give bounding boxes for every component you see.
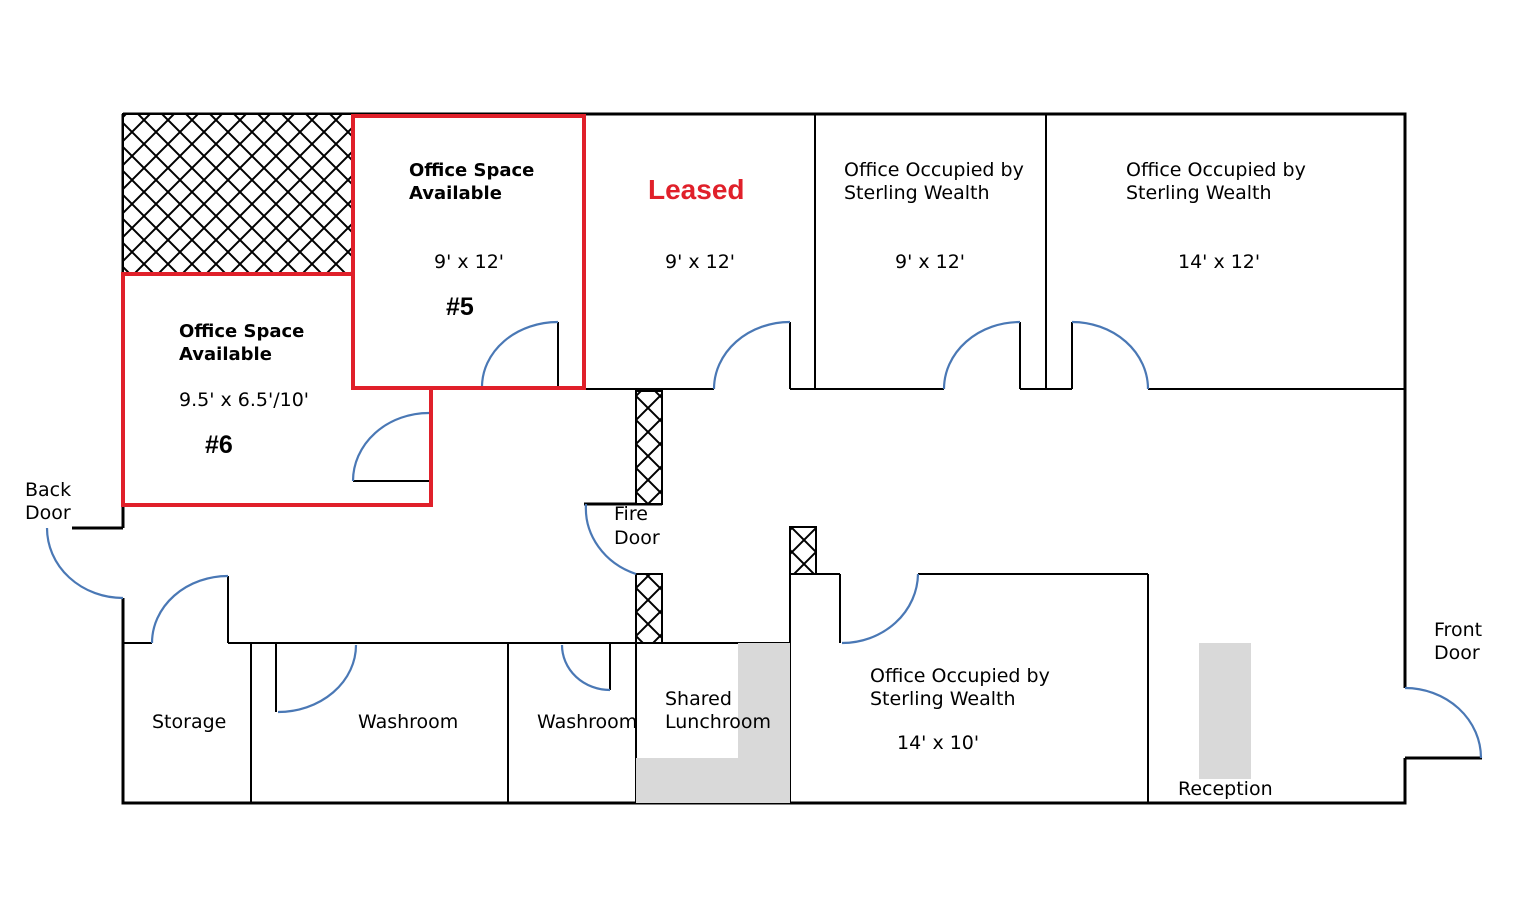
fire-door-label-line2: Door — [614, 527, 660, 549]
counters — [636, 643, 1251, 803]
sterling-c-title-line2: Sterling Wealth — [870, 688, 1016, 710]
sterling-a-title-line2: Sterling Wealth — [844, 182, 990, 204]
leased-room: Leased 9' x 12' — [648, 174, 745, 273]
washroom-1-label: Washroom — [358, 711, 458, 733]
sterling-office-c: Office Occupied by Sterling Wealth 14' x… — [870, 665, 1050, 754]
crosshatch-areas — [122, 113, 817, 644]
unit-5-number: #5 — [446, 293, 474, 321]
front-door-swing-icon — [1404, 686, 1483, 759]
reception-desk — [1199, 643, 1251, 779]
unit-6-title-line1: Office Space — [179, 321, 304, 342]
fire-door-swing-icon — [584, 503, 637, 576]
unit-5-title-line2: Available — [409, 183, 502, 204]
crosshatch-column-small — [789, 526, 817, 575]
unit-6-title-line2: Available — [179, 344, 272, 365]
front-door-label-line2: Door — [1434, 642, 1480, 664]
lunchroom-label-line2: Lunchroom — [665, 711, 771, 733]
back-door-swing-icon — [45, 527, 124, 600]
lunchroom-label-line1: Shared — [665, 688, 732, 710]
door-swing-icon — [560, 644, 611, 692]
reception-label: Reception — [1178, 778, 1273, 800]
unit-6-number: #6 — [205, 431, 233, 459]
unit-5-title-line1: Office Space — [409, 160, 534, 181]
unit-5-room[interactable]: Office Space Available 9' x 12' #5 — [409, 160, 534, 321]
door-swing-icon — [1071, 320, 1150, 390]
storage-label: Storage — [152, 711, 226, 733]
front-door-label-line1: Front — [1434, 619, 1482, 641]
sterling-a-title-line1: Office Occupied by — [844, 159, 1024, 181]
doors — [45, 320, 1483, 759]
door-swing-icon — [480, 320, 559, 388]
sterling-c-title-line1: Office Occupied by — [870, 665, 1050, 687]
leased-status: Leased — [648, 174, 745, 205]
available-highlights — [121, 114, 586, 507]
door-swing-icon — [712, 320, 791, 390]
door-swing-icon — [841, 573, 920, 645]
sterling-office-b: Office Occupied by Sterling Wealth 14' x… — [1126, 159, 1306, 273]
sterling-a-size: 9' x 12' — [895, 251, 965, 273]
crosshatch-column-lower — [635, 573, 663, 644]
unit-6-size: 9.5' x 6.5'/10' — [179, 389, 309, 411]
fire-door-label-line1: Fire — [614, 503, 648, 525]
door-swing-icon — [942, 320, 1021, 390]
crosshatch-column-upper — [635, 390, 663, 505]
sterling-b-title-line1: Office Occupied by — [1126, 159, 1306, 181]
door-swing-icon — [351, 411, 430, 482]
unit-6-room[interactable]: Office Space Available 9.5' x 6.5'/10' #… — [179, 321, 309, 459]
unit-6-highlight — [121, 272, 433, 507]
sterling-office-a: Office Occupied by Sterling Wealth 9' x … — [844, 159, 1024, 273]
unit-5-highlight — [351, 114, 586, 390]
door-swing-icon — [277, 644, 358, 714]
sterling-b-size: 14' x 12' — [1178, 251, 1260, 273]
door-swing-icon — [150, 574, 229, 644]
sterling-c-size: 14' x 10' — [897, 732, 979, 754]
back-door-label-line1: Back — [25, 479, 71, 501]
back-door-label-line2: Door — [25, 502, 71, 524]
crosshatch-corner — [122, 113, 354, 275]
washroom-2-label: Washroom — [537, 711, 637, 733]
lunchroom-counter — [636, 643, 790, 803]
unit-5-size: 9' x 12' — [434, 251, 504, 273]
sterling-b-title-line2: Sterling Wealth — [1126, 182, 1272, 204]
leased-size: 9' x 12' — [665, 251, 735, 273]
